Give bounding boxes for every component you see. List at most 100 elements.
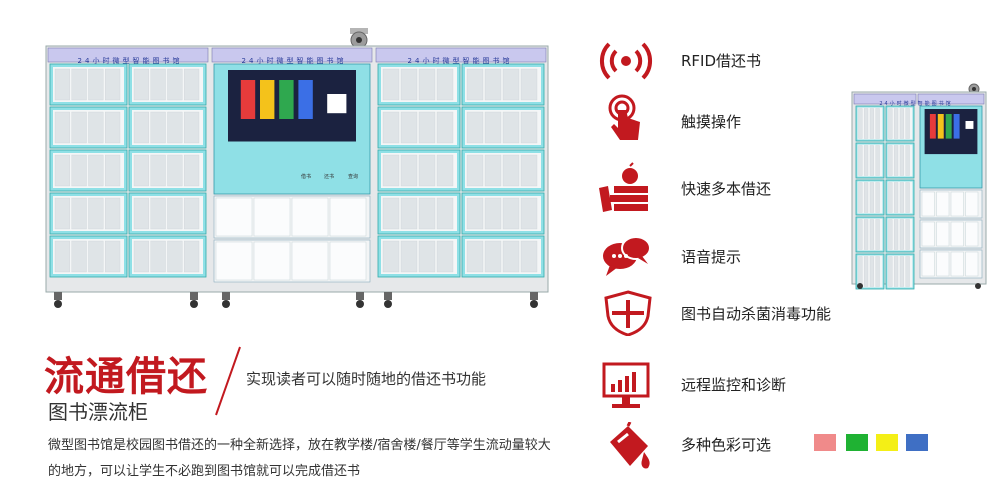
book-slot (864, 145, 869, 176)
compartment-door (215, 197, 253, 237)
kiosk-app-tile (945, 114, 952, 139)
book-slot (400, 197, 418, 230)
compartment-door (950, 221, 964, 247)
book-slot (875, 108, 880, 139)
book-slot (418, 154, 436, 187)
compartment-door (253, 241, 291, 281)
book-slot (105, 111, 121, 144)
book-slot (88, 68, 104, 101)
book-slot (184, 240, 200, 273)
book-slot (894, 145, 899, 176)
compartment-door (965, 221, 979, 247)
color-option-blue[interactable] (906, 434, 928, 451)
color-option-green[interactable] (846, 434, 868, 451)
book-slot (54, 111, 70, 144)
cabinet-caster (54, 300, 62, 308)
cabinet-caster (857, 283, 863, 289)
book-slot (105, 197, 121, 230)
book-slot (502, 111, 520, 144)
book-slot (436, 154, 454, 187)
cabinet-leg (54, 292, 62, 300)
color-option-pink[interactable] (814, 434, 836, 451)
book-slot (894, 256, 899, 287)
compartment-door (936, 191, 950, 217)
book-slot (888, 256, 893, 287)
cabinet-caster (384, 300, 392, 308)
book-slot (894, 108, 899, 139)
book-slot (71, 240, 87, 273)
compartment-door (921, 251, 935, 277)
book-slot (484, 197, 502, 230)
book-slot (869, 219, 874, 250)
book-slot (71, 111, 87, 144)
book-slot (400, 154, 418, 187)
speech-bubbles-icon (603, 236, 651, 276)
promo-tagline: 实现读者可以随时随地的借还书功能 (246, 370, 487, 388)
books-apple-icon (599, 162, 648, 212)
book-slot (484, 111, 502, 144)
book-slot (167, 240, 183, 273)
compartment-door (965, 191, 979, 217)
book-slot (905, 182, 910, 213)
book-slot (894, 219, 899, 250)
book-slot (899, 182, 904, 213)
book-slot (71, 68, 87, 101)
book-slot (484, 154, 502, 187)
book-slot (466, 240, 484, 273)
book-slot (133, 111, 149, 144)
book-slot (858, 182, 863, 213)
book-slot (858, 108, 863, 139)
book-slot (382, 111, 400, 144)
cabinet-header-strip (47, 47, 209, 63)
kiosk-app-tile (929, 114, 936, 139)
book-slot (88, 197, 104, 230)
book-slot (875, 182, 880, 213)
kiosk-app-tile (937, 114, 944, 139)
book-slot (869, 256, 874, 287)
shield-cross-icon (604, 290, 652, 336)
compartment-door (253, 197, 291, 237)
book-slot (869, 182, 874, 213)
book-slot (418, 111, 436, 144)
book-slot (888, 108, 893, 139)
book-slot (888, 145, 893, 176)
cabinet-caster (356, 300, 364, 308)
book-slot (436, 197, 454, 230)
book-slot (875, 145, 880, 176)
book-slot (888, 182, 893, 213)
compartment-door (291, 241, 329, 281)
book-slot (382, 197, 400, 230)
book-slot (502, 154, 520, 187)
compartment-door (329, 241, 367, 281)
book-slot (105, 154, 121, 187)
book-slot (184, 68, 200, 101)
cabinet-caster (190, 300, 198, 308)
kiosk-label-query: 查询 (348, 173, 358, 180)
book-slot (418, 68, 436, 101)
compartment-door (950, 251, 964, 277)
book-slot (502, 240, 520, 273)
kiosk-app-tile (279, 80, 294, 119)
book-slot (899, 108, 904, 139)
color-option-yellow[interactable] (876, 434, 898, 451)
kiosk-app-tile (260, 80, 275, 119)
book-slot (167, 68, 183, 101)
book-slot (864, 182, 869, 213)
book-slot (382, 68, 400, 101)
feature-label-voice: 语音提示 (681, 248, 742, 266)
cabinet-leg (222, 292, 230, 300)
cabinet-leg (356, 292, 364, 300)
book-slot (88, 154, 104, 187)
cabinet-caster (975, 283, 981, 289)
book-slot (899, 145, 904, 176)
book-slot (875, 256, 880, 287)
book-slot (382, 240, 400, 273)
book-slot (54, 68, 70, 101)
compartment-door (921, 221, 935, 247)
cabinet-leg (384, 292, 392, 300)
book-slot (869, 145, 874, 176)
header-text-left: 24小时微型智能图书馆 (78, 56, 183, 65)
book-slot (466, 197, 484, 230)
header-text-small: 24小时微型智能图书馆 (879, 100, 952, 107)
